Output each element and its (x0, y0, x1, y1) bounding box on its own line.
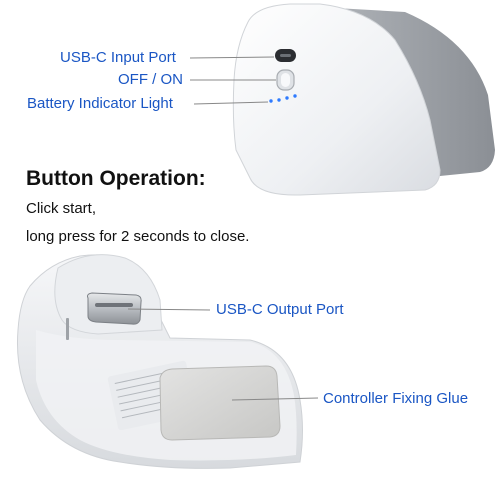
fixing-glue-label: Controller Fixing Glue (323, 390, 469, 407)
bottom-callout-lines (127, 308, 319, 401)
usbc-input-port-label: USB-C Input Port (60, 49, 176, 66)
power-switch-knob (281, 73, 290, 87)
indicator-dot-icon (277, 98, 281, 102)
indicator-dot-icon (293, 94, 297, 98)
instruction-line-1: Click start, (26, 200, 97, 217)
usbc-input-pin-icon (280, 54, 291, 57)
instruction-line-2: long press for 2 seconds to close. (26, 228, 250, 245)
fixing-glue-pad (159, 365, 281, 441)
usbc-output-port (87, 292, 142, 325)
button-operation-heading: Button Operation: (26, 167, 206, 190)
power-switch-label: OFF / ON (118, 71, 183, 88)
base-slot (66, 318, 69, 340)
battery-indicator-label: Battery Indicator Light (27, 95, 173, 112)
bottom-device (17, 254, 303, 469)
indicator-dot-icon (285, 96, 289, 100)
usbc-output-port-label: USB-C Output Port (216, 301, 344, 318)
indicator-dot-icon (269, 99, 273, 103)
usbc-output-pin-icon (95, 303, 133, 307)
top-callout-lines (189, 56, 276, 105)
battery-indicator-lights (269, 94, 297, 103)
top-device (232, 3, 495, 196)
